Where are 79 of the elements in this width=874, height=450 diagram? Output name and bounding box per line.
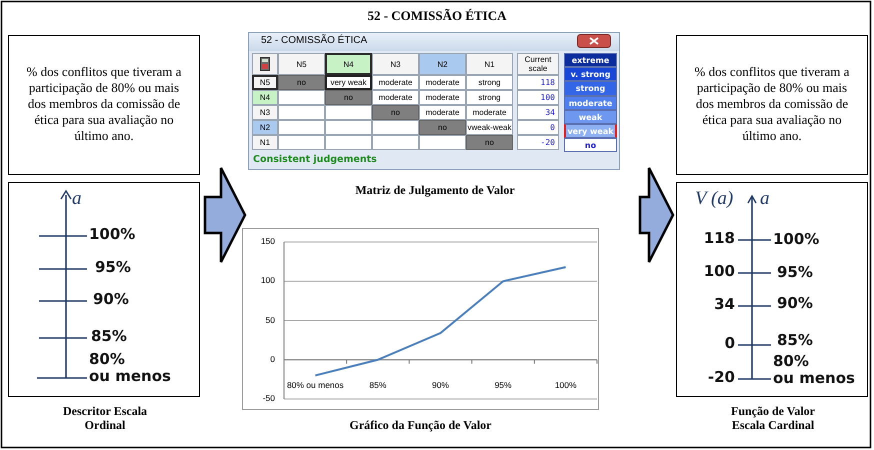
table-cell: no: [372, 105, 419, 120]
table-cell: moderate: [419, 90, 466, 105]
table-cell: strong: [466, 90, 513, 105]
scale-option: strong: [564, 81, 617, 96]
scale-label: 95%: [777, 264, 813, 281]
caption: Gráfico da Função de Valor: [348, 418, 492, 433]
tick-label: -50: [262, 393, 275, 404]
row-header: N3: [252, 105, 278, 120]
scale-label: 95%: [95, 259, 131, 276]
table-cell: no: [419, 120, 466, 135]
scale-value: 118: [702, 230, 735, 247]
scale-label: 100%: [89, 226, 136, 243]
table-cell: moderate: [372, 75, 419, 90]
node-label: Matriz de Julgamento de Valor: [354, 183, 516, 197]
axis-label: a: [760, 188, 770, 210]
table-cell: moderate: [419, 75, 466, 90]
scale-value: 0: [724, 335, 735, 352]
scale-label: 80% ou menos: [773, 353, 856, 387]
row-header: N5: [252, 75, 278, 90]
table-cell: vweak-weak: [466, 120, 513, 135]
description-text: % dos conflitos que tiveram a participação de 80% ou mais dos membros da comissão de ética para sua avaliação no último ano.: [26, 64, 182, 144]
table-cell: moderate: [419, 105, 466, 120]
tick-label: 0: [269, 354, 275, 365]
scale-option: v. strong: [564, 67, 617, 82]
column-header: Current scale: [517, 53, 559, 75]
table-cell: strong: [466, 75, 513, 90]
block-arrow: [638, 166, 674, 264]
row-header: N2: [252, 120, 278, 135]
table-cell: no: [325, 90, 372, 105]
table-cell: -20: [517, 135, 559, 150]
tick-label: 100: [260, 275, 275, 286]
scale-option: extreme: [564, 53, 617, 68]
description-box: [676, 35, 868, 175]
category-label: 95%: [494, 380, 513, 390]
tick-label: 50: [264, 314, 275, 326]
row-header: N4: [252, 90, 278, 105]
scale-option: weak: [564, 110, 617, 124]
description-box: [8, 35, 200, 175]
table-cell: 100: [517, 90, 559, 105]
scale-label: 85%: [777, 332, 813, 349]
scale-label: 90%: [93, 291, 129, 308]
table-cell: no: [466, 135, 513, 150]
scale-label: 90%: [777, 295, 813, 312]
window-title: 52 - COMISSÃO ÉTICA: [261, 35, 368, 46]
column-header: N3: [372, 53, 419, 75]
table-cell: 34: [517, 105, 559, 120]
column-header: N2: [419, 53, 466, 75]
row-header: N1: [252, 135, 278, 150]
diagram-title: 52 - COMISSÃO ÉTICA: [366, 8, 508, 24]
column-header: N4: [325, 53, 372, 75]
scale-option: moderate: [564, 96, 617, 110]
category-label: 85%: [368, 380, 388, 390]
scale-value: 34: [713, 296, 735, 313]
category-label: 100%: [554, 380, 578, 390]
tick-label: 150: [260, 236, 275, 247]
table-cell: 118: [517, 75, 559, 90]
table-cell: moderate: [466, 105, 513, 120]
status-text: Consistent judgements: [253, 154, 378, 165]
node-label: Função de Valor Escala Cardinal: [730, 404, 816, 432]
table-cell: moderate: [372, 90, 419, 105]
axis-label: a: [72, 188, 82, 210]
block-arrow: [204, 166, 246, 264]
column-header: N5: [278, 53, 325, 75]
category-label: 90%: [430, 380, 450, 390]
category-label: 80% ou menos: [286, 380, 345, 390]
column-header: N1: [466, 53, 513, 75]
table-cell: very weak: [325, 75, 372, 90]
scale-label: 80% ou menos: [89, 351, 172, 385]
table-cell: no: [278, 75, 325, 90]
scale-label: 100%: [773, 231, 820, 248]
scale-value: -20: [706, 369, 735, 386]
node-label: Descritor Escala Ordinal: [62, 404, 148, 432]
table-cell: 0: [517, 120, 559, 135]
scale-value: 100: [702, 263, 735, 280]
scale-option: very weak: [564, 124, 617, 138]
description-text: % dos conflitos que tiveram a participação de 80% ou mais dos membros da comissão de ética para sua avaliação no último ano.: [694, 64, 850, 144]
scale-option: no: [564, 138, 617, 152]
axis-label: V (a): [695, 188, 734, 210]
scale-label: 85%: [91, 328, 127, 345]
